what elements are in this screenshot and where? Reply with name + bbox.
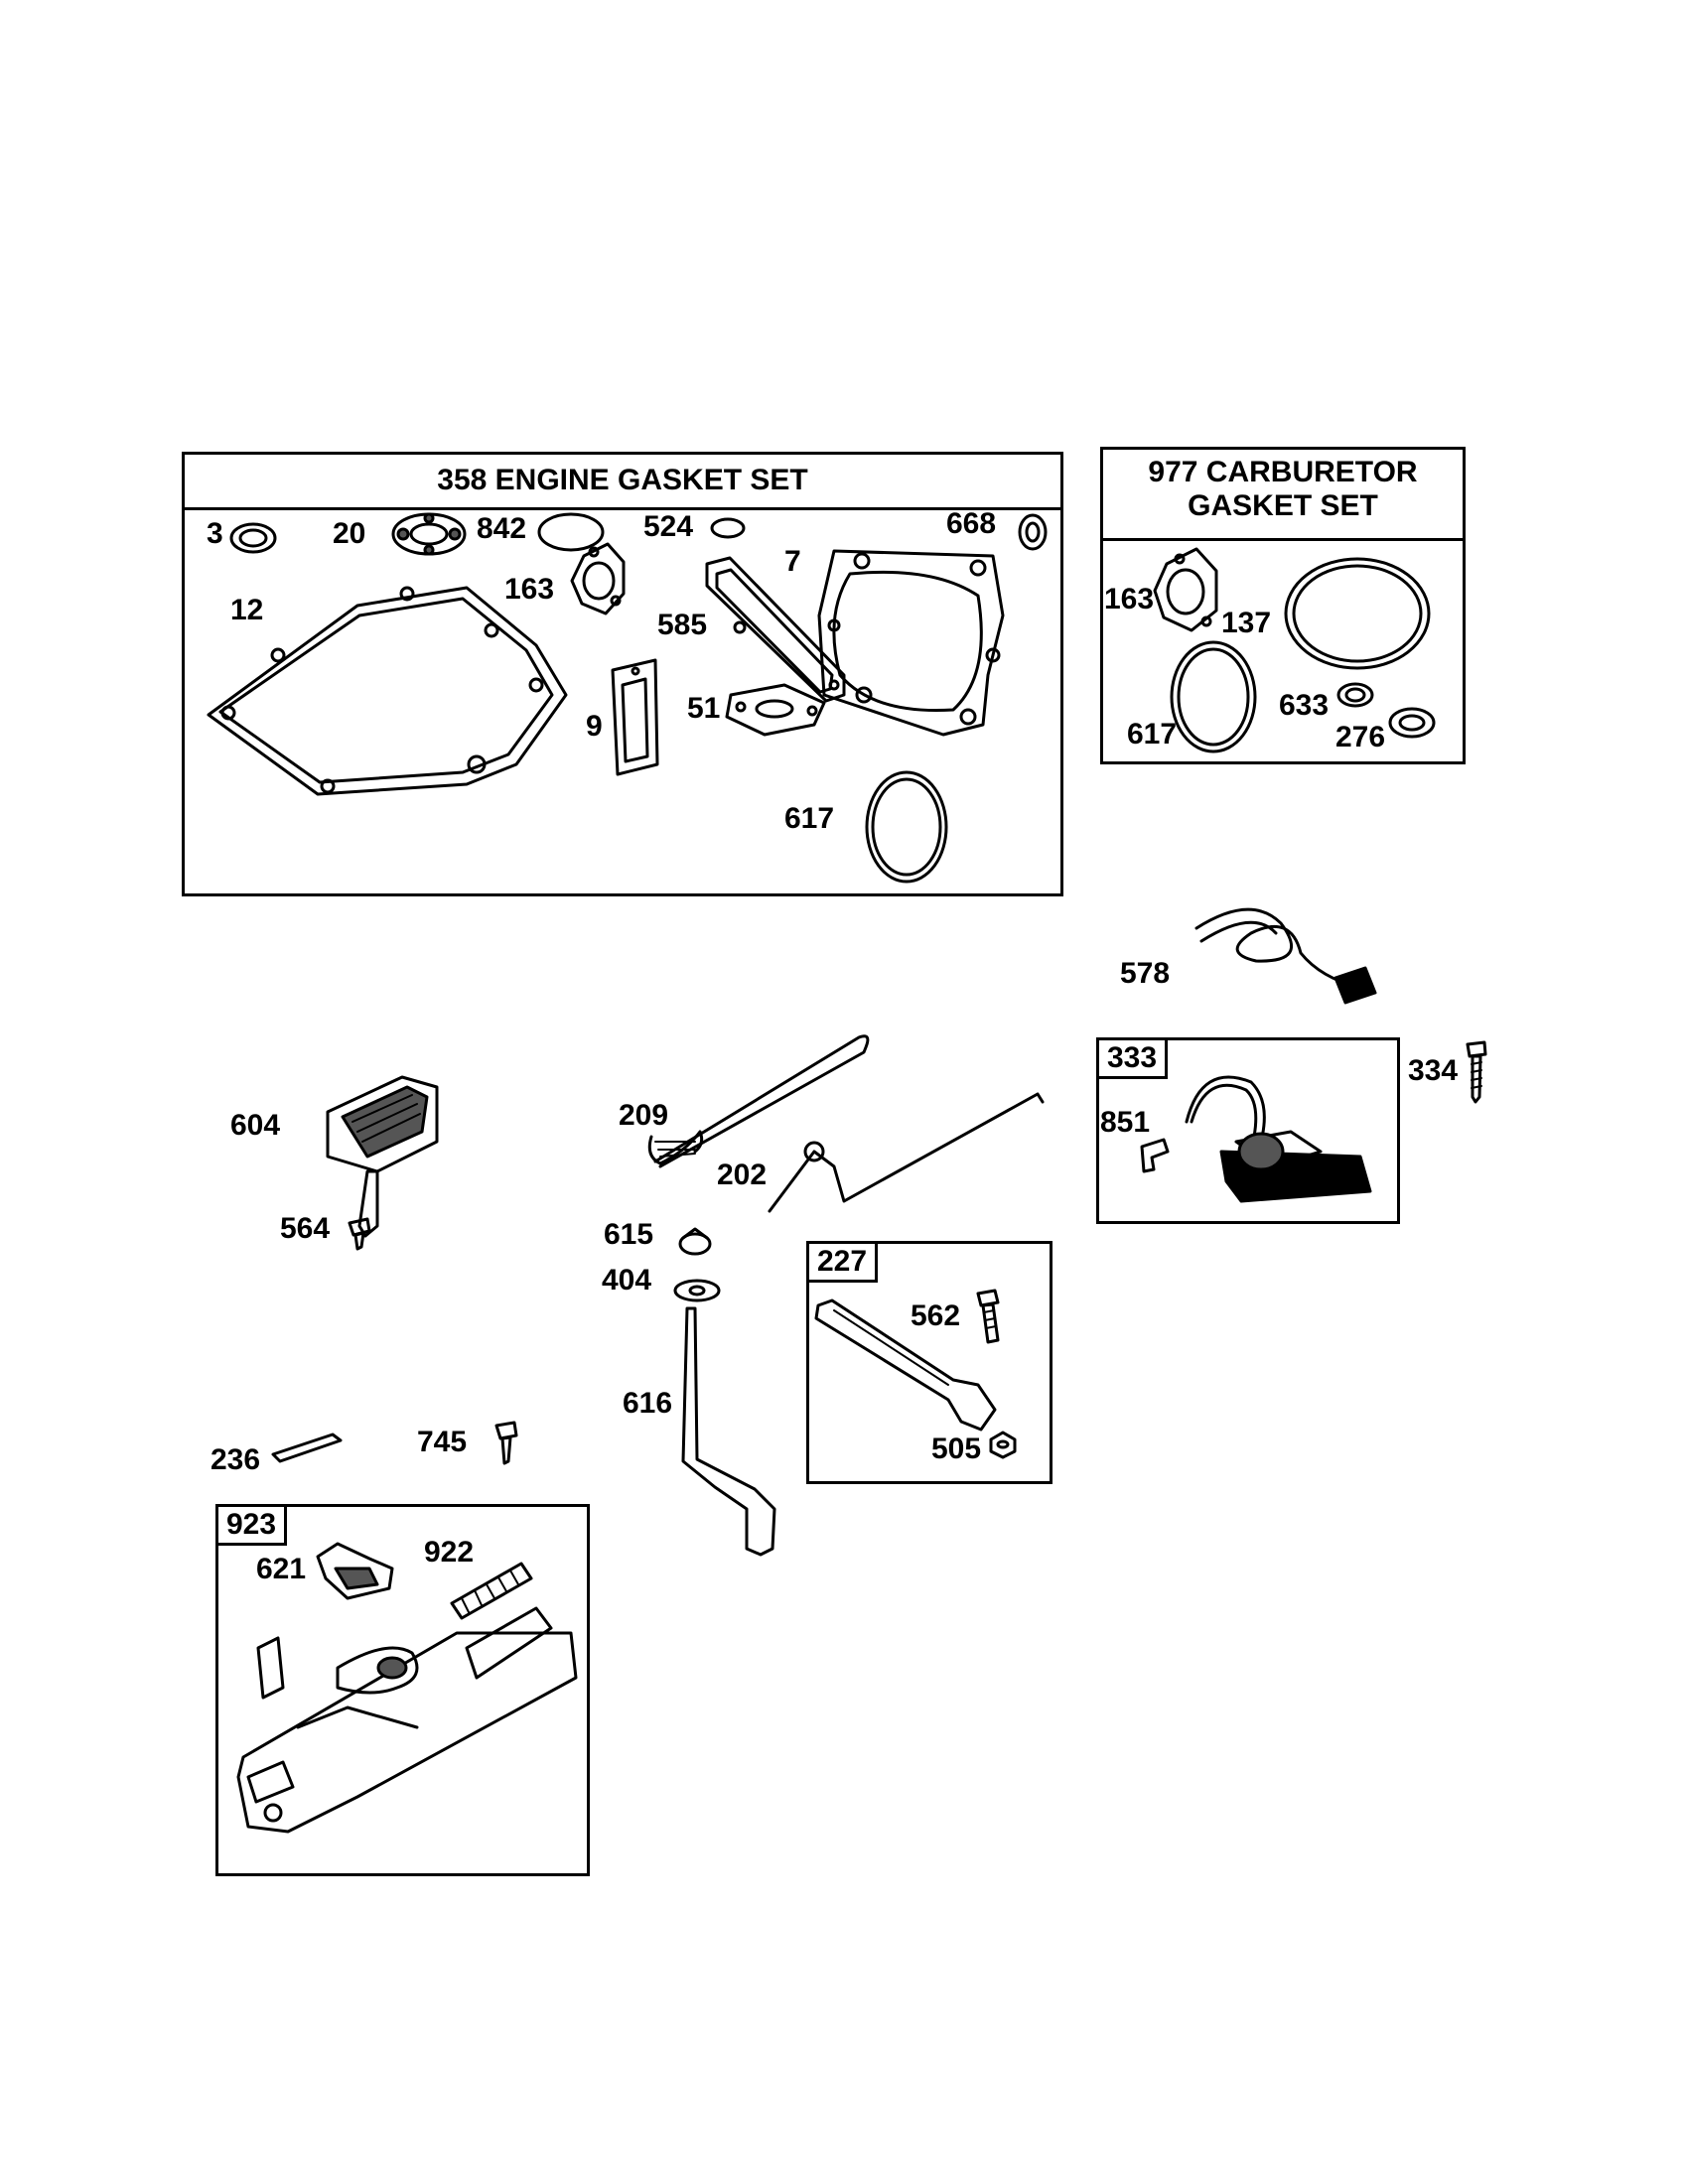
link-209-drawing bbox=[647, 1034, 870, 1168]
part-label-505: 505 bbox=[931, 1433, 982, 1465]
part-label-9: 9 bbox=[586, 710, 603, 743]
gasket-7-drawing bbox=[817, 549, 1005, 737]
part-label-12: 12 bbox=[230, 594, 264, 626]
gasket-51-drawing bbox=[725, 683, 826, 737]
seal-633-drawing bbox=[1336, 682, 1374, 708]
gasket-585-drawing bbox=[705, 556, 846, 703]
carburetor-gasket-set-title: 977 CARBURETOR GASKET SET bbox=[1103, 450, 1463, 541]
part-label-209: 209 bbox=[619, 1099, 669, 1132]
carb-part-label-276: 276 bbox=[1335, 721, 1386, 753]
clip-851-drawing bbox=[1140, 1138, 1170, 1173]
seal-276-drawing bbox=[1388, 707, 1436, 739]
engine-gasket-set-title: 358 ENGINE GASKET SET bbox=[185, 455, 1060, 510]
part-label-562: 562 bbox=[911, 1299, 961, 1332]
screw-745-drawing bbox=[494, 1421, 518, 1465]
screw-564-drawing bbox=[348, 1217, 371, 1251]
gasket-163-drawing bbox=[570, 542, 626, 615]
carburetor-gasket-set-title-line1: 977 CARBURETOR bbox=[1148, 456, 1418, 488]
control-kit-tag: 923 bbox=[218, 1507, 288, 1546]
wire-578-drawing bbox=[1194, 907, 1377, 1005]
part-label-202: 202 bbox=[717, 1159, 768, 1191]
part-label-604: 604 bbox=[230, 1109, 281, 1142]
part-label-745: 745 bbox=[417, 1426, 468, 1458]
part-label-842: 842 bbox=[477, 512, 527, 545]
control-kit-frame: 923 bbox=[215, 1504, 590, 1876]
carb-gasket-163-drawing bbox=[1153, 547, 1218, 632]
spring-922-drawing bbox=[450, 1562, 533, 1620]
part-label-668: 668 bbox=[946, 507, 997, 540]
shaft-616-drawing bbox=[681, 1306, 776, 1557]
gasket-9-drawing bbox=[611, 658, 659, 776]
oring-842-drawing bbox=[537, 512, 605, 552]
part-label-524: 524 bbox=[643, 510, 694, 543]
part-label-564: 564 bbox=[280, 1212, 331, 1245]
seal-3-drawing bbox=[229, 522, 277, 554]
part-label-617: 617 bbox=[784, 802, 835, 835]
clip-236-drawing bbox=[271, 1433, 343, 1463]
part-label-334: 334 bbox=[1408, 1054, 1459, 1087]
part-label-51: 51 bbox=[687, 692, 721, 725]
link-202-drawing bbox=[768, 1092, 1045, 1213]
engine-gasket-set-frame: 358 ENGINE GASKET SET bbox=[182, 452, 1063, 896]
ignition-kit-frame: 333 bbox=[1096, 1037, 1400, 1224]
oring-617-drawing bbox=[865, 770, 948, 884]
nut-505-drawing bbox=[989, 1431, 1017, 1459]
gasket-524-drawing bbox=[710, 517, 746, 539]
armature-333-drawing bbox=[1185, 1075, 1372, 1203]
part-label-404: 404 bbox=[602, 1264, 652, 1297]
carb-part-label-163: 163 bbox=[1104, 583, 1155, 615]
lever-227-drawing bbox=[814, 1298, 997, 1432]
lever-621-drawing bbox=[316, 1542, 394, 1600]
part-label-578: 578 bbox=[1120, 957, 1171, 990]
part-label-236: 236 bbox=[210, 1443, 261, 1476]
part-label-922: 922 bbox=[424, 1536, 475, 1569]
guide-604-drawing bbox=[326, 1075, 439, 1238]
part-label-621: 621 bbox=[256, 1553, 307, 1585]
carb-part-label-617: 617 bbox=[1127, 718, 1178, 751]
ignition-kit-tag: 333 bbox=[1099, 1040, 1169, 1079]
carburetor-gasket-set-title-line2: GASKET SET bbox=[1188, 489, 1378, 522]
oring-137-drawing bbox=[1284, 557, 1431, 670]
seal-20-drawing bbox=[391, 512, 467, 556]
carb-oring-617-drawing bbox=[1170, 640, 1257, 753]
washer-668-drawing bbox=[1018, 513, 1048, 551]
carburetor-gasket-set-frame: 977 CARBURETOR GASKET SET bbox=[1100, 447, 1466, 764]
nut-615-drawing bbox=[678, 1227, 712, 1256]
washer-404-drawing bbox=[673, 1279, 721, 1302]
part-label-585: 585 bbox=[657, 609, 708, 641]
part-label-3: 3 bbox=[207, 517, 223, 550]
bracket-923-drawing bbox=[236, 1606, 578, 1834]
screw-562-drawing bbox=[976, 1289, 1000, 1344]
gasket-12-drawing bbox=[207, 586, 568, 796]
lever-kit-frame: 227 bbox=[806, 1241, 1052, 1484]
part-label-615: 615 bbox=[604, 1218, 654, 1251]
part-label-7: 7 bbox=[784, 545, 801, 578]
part-label-616: 616 bbox=[623, 1387, 673, 1420]
part-label-163: 163 bbox=[504, 573, 555, 606]
carb-part-label-633: 633 bbox=[1279, 689, 1330, 722]
lever-kit-tag: 227 bbox=[809, 1244, 879, 1283]
part-label-851: 851 bbox=[1100, 1106, 1151, 1139]
carb-part-label-137: 137 bbox=[1221, 607, 1272, 639]
screw-334-drawing bbox=[1466, 1040, 1487, 1104]
part-label-20: 20 bbox=[333, 517, 366, 550]
